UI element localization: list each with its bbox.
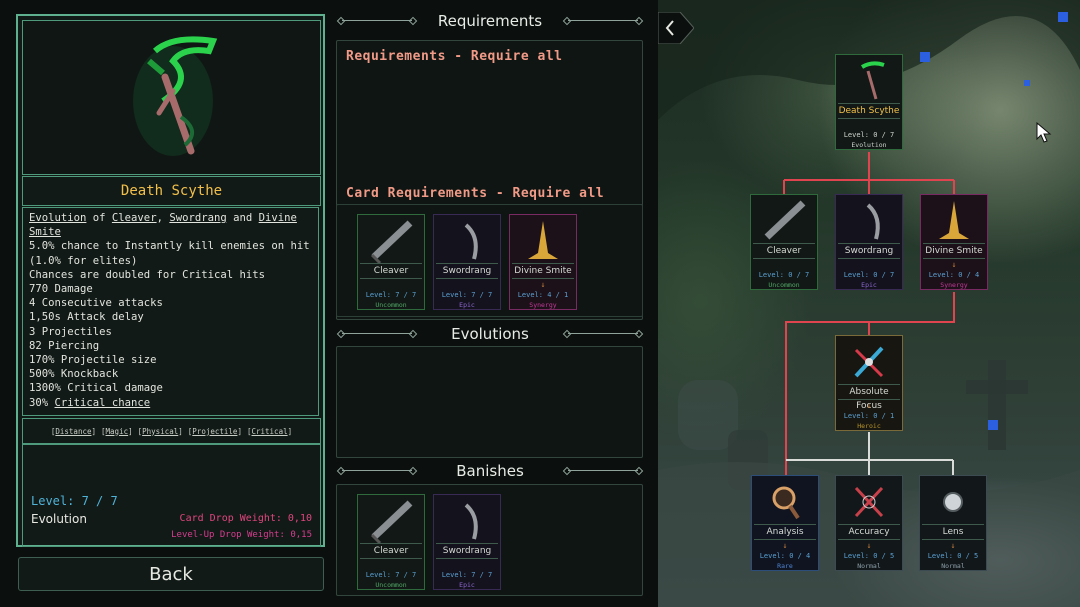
stat-line: 770 Damage xyxy=(29,283,93,296)
tag-distance[interactable]: Distance xyxy=(55,426,92,436)
divine-smite-link[interactable]: Divine Smite xyxy=(29,212,297,239)
sword-icon xyxy=(370,220,413,263)
ornament xyxy=(342,470,412,471)
back-button[interactable]: Back xyxy=(18,557,324,591)
tree-node-cleaver[interactable]: Cleaver Level: 0 / 7 Uncommon xyxy=(750,194,818,290)
stat-line: 82 Piercing xyxy=(29,339,100,352)
ornament xyxy=(342,333,412,334)
stat-line: 30% Critical chance xyxy=(29,396,151,409)
stat-line: 1,50s Attack delay xyxy=(29,311,144,324)
scythe-icon xyxy=(133,36,218,156)
banish-card-swordrang[interactable]: Swordrang Level: 7 / 7 Epic xyxy=(433,494,501,590)
stat-line: 4 Consecutive attacks xyxy=(29,297,163,310)
divine-smite-icon xyxy=(939,201,969,239)
tree-node-death-scythe[interactable]: Death Scythe Level: 0 / 7 Evolution xyxy=(835,54,903,150)
divine-smite-icon xyxy=(528,221,558,259)
tag-physical[interactable]: Physical xyxy=(142,426,179,436)
cleaver-link[interactable]: Cleaver xyxy=(111,212,157,224)
item-name: Death Scythe xyxy=(22,176,321,206)
arrow-down-icon: ↓ xyxy=(866,541,872,550)
arrow-down-icon: ↓ xyxy=(950,541,956,550)
item-tags: [Distance] [Magic] [Physical] [Projectil… xyxy=(22,418,321,444)
card-drop-weight: Card Drop Weight: 0,10 xyxy=(179,513,312,524)
critical-chance-link[interactable]: Critical chance xyxy=(54,396,151,409)
arrow-down-icon: ↓ xyxy=(540,280,546,289)
crosshair-icon xyxy=(854,486,884,518)
crossed-swords-icon xyxy=(854,346,884,378)
req-card-divine-smite[interactable]: Divine Smite ↓ Level: 4 / 1 Synergy xyxy=(509,214,577,310)
chevron-left-icon[interactable] xyxy=(658,12,694,44)
requirements-title: Requirements - Require all xyxy=(346,49,563,64)
arrow-down-icon: ↓ xyxy=(866,401,872,410)
mouse-cursor-icon xyxy=(1036,122,1052,143)
sword-icon xyxy=(764,200,806,240)
ornament xyxy=(568,470,638,471)
lens-icon xyxy=(943,492,963,512)
tag-critical[interactable]: Critical xyxy=(251,426,288,436)
tree-node-divine-smite[interactable]: Divine Smite ↓ Level: 0 / 4 Synergy xyxy=(920,194,988,290)
item-detail-panel: Death Scythe Evolution of Cleaver, Sword… xyxy=(16,14,325,547)
ornament xyxy=(568,333,638,334)
req-card-swordrang[interactable]: Swordrang Level: 7 / 7 Epic xyxy=(433,214,501,310)
card-requirements-title: Card Requirements - Require all xyxy=(346,186,605,201)
arrow-down-icon: ↓ xyxy=(782,541,788,550)
levelup-drop-weight: Level-Up Drop Weight: 0,15 xyxy=(171,530,312,540)
stat-line: (1.0% for elites) xyxy=(29,254,138,267)
scythe-icon xyxy=(860,61,885,100)
banish-card-cleaver[interactable]: Cleaver Level: 7 / 7 Uncommon xyxy=(357,494,425,590)
tree-node-swordrang[interactable]: Swordrang Level: 0 / 7 Epic xyxy=(835,194,903,290)
evolution-of-line: Evolution of Cleaver, Swordrang and Divi… xyxy=(29,212,297,239)
magnifier-icon xyxy=(772,486,800,520)
stat-line: Chances are doubled for Critical hits xyxy=(29,268,265,281)
tree-node-accuracy[interactable]: Accuracy ↓ Level: 0 / 5 Normal xyxy=(835,475,903,571)
item-stats: Level: 7 / 7 Evolution Card Drop Weight:… xyxy=(22,444,321,547)
ornament xyxy=(568,20,638,21)
item-art xyxy=(22,20,321,175)
tree-node-analysis[interactable]: Analysis ↓ Level: 0 / 4 Rare xyxy=(751,475,819,571)
stat-line: 3 Projectiles xyxy=(29,325,112,338)
item-type: Evolution xyxy=(31,512,87,526)
boomerang-icon xyxy=(464,223,478,260)
banishes-header: Banishes xyxy=(336,460,644,482)
item-description: Evolution of Cleaver, Swordrang and Divi… xyxy=(22,207,319,416)
sword-icon xyxy=(370,500,413,543)
arrow-down-icon: ↓ xyxy=(951,260,957,269)
stat-line: 5.0% chance to Instantly kill enemies on… xyxy=(29,240,310,253)
evolutions-box xyxy=(336,346,643,458)
req-card-cleaver[interactable]: Cleaver Level: 7 / 7 Uncommon xyxy=(357,214,425,310)
stat-line: 500% Knockback xyxy=(29,368,119,381)
requirements-header: Requirements xyxy=(336,10,644,32)
evolution-link[interactable]: Evolution xyxy=(29,212,87,224)
swordrang-link[interactable]: Swordrang xyxy=(169,212,227,224)
stat-line: 1300% Critical damage xyxy=(29,382,163,395)
ornament xyxy=(342,20,412,21)
boomerang-icon xyxy=(866,203,880,240)
evolutions-header: Evolutions xyxy=(336,323,644,345)
boomerang-icon xyxy=(464,503,478,540)
item-level: Level: 7 / 7 xyxy=(31,494,118,508)
tag-magic[interactable]: Magic xyxy=(105,426,129,436)
stat-line: 170% Projectile size xyxy=(29,354,157,367)
tree-node-absolute-focus[interactable]: Absolute Focus ↓ Level: 0 / 1 Heroic xyxy=(835,335,903,431)
tree-node-lens[interactable]: Lens ↓ Level: 0 / 5 Normal xyxy=(919,475,987,571)
tag-projectile[interactable]: Projectile xyxy=(192,426,238,436)
